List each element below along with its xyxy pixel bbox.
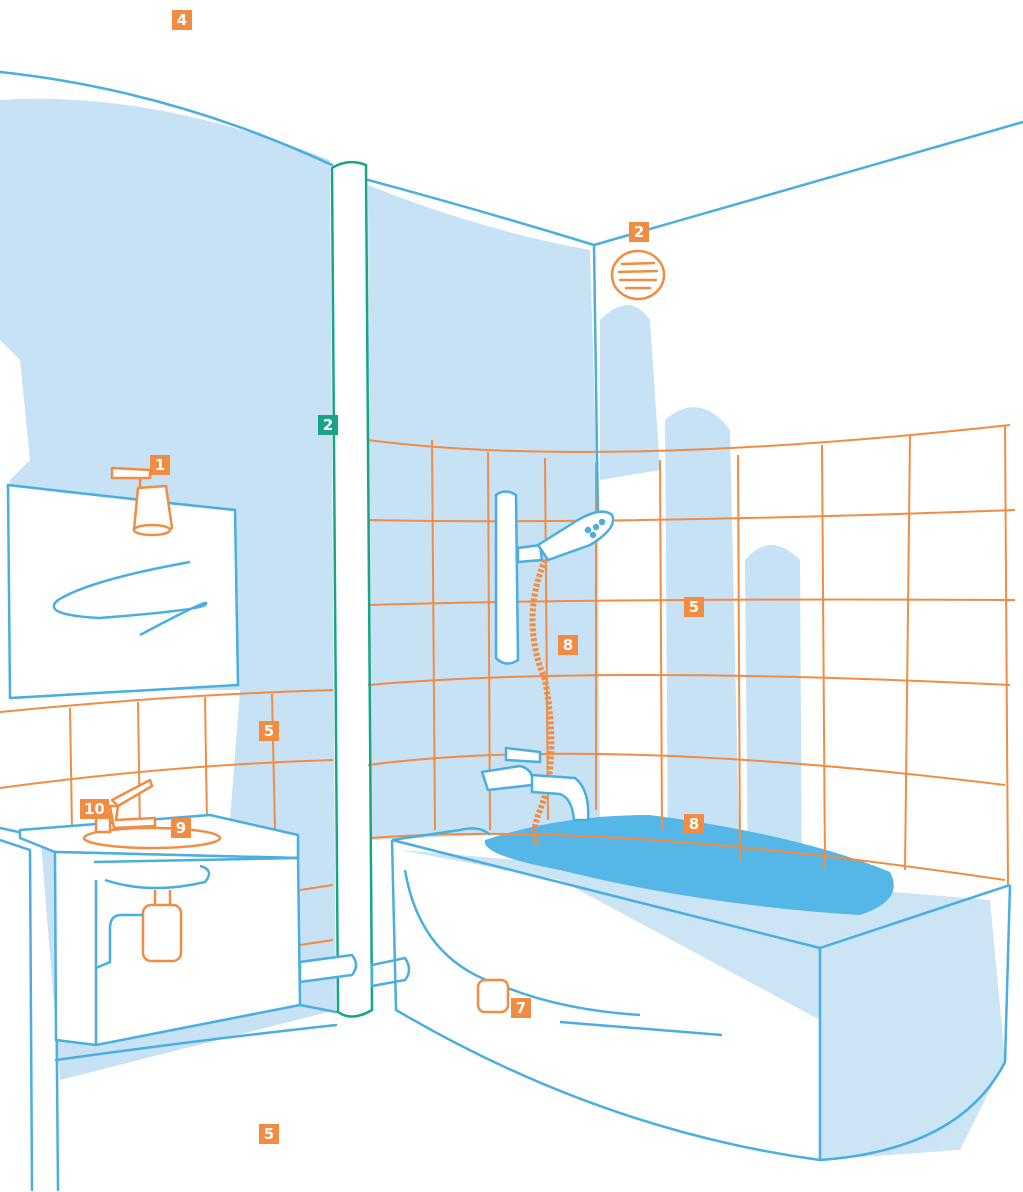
label-shower-hose: 8 [558,635,578,655]
vertical-pipe [332,162,372,1016]
label-bathtub: 8 [684,814,704,834]
label-pipe: 2 [318,415,338,435]
label-vent: 2 [629,222,649,242]
label-sink-faucet: 10 [80,799,109,819]
label-sink: 9 [171,818,191,838]
tub-drain [478,980,508,1012]
label-lamp: 1 [150,455,170,475]
label-tub-drain: 7 [511,998,531,1018]
vent-grille-icon [612,251,664,299]
label-floor: 5 [259,1124,279,1144]
label-ceiling: 4 [172,10,192,30]
mirror [8,485,238,698]
label-wall-tiles: 5 [259,721,279,741]
label-shower-wall-tiles: 5 [684,597,704,617]
